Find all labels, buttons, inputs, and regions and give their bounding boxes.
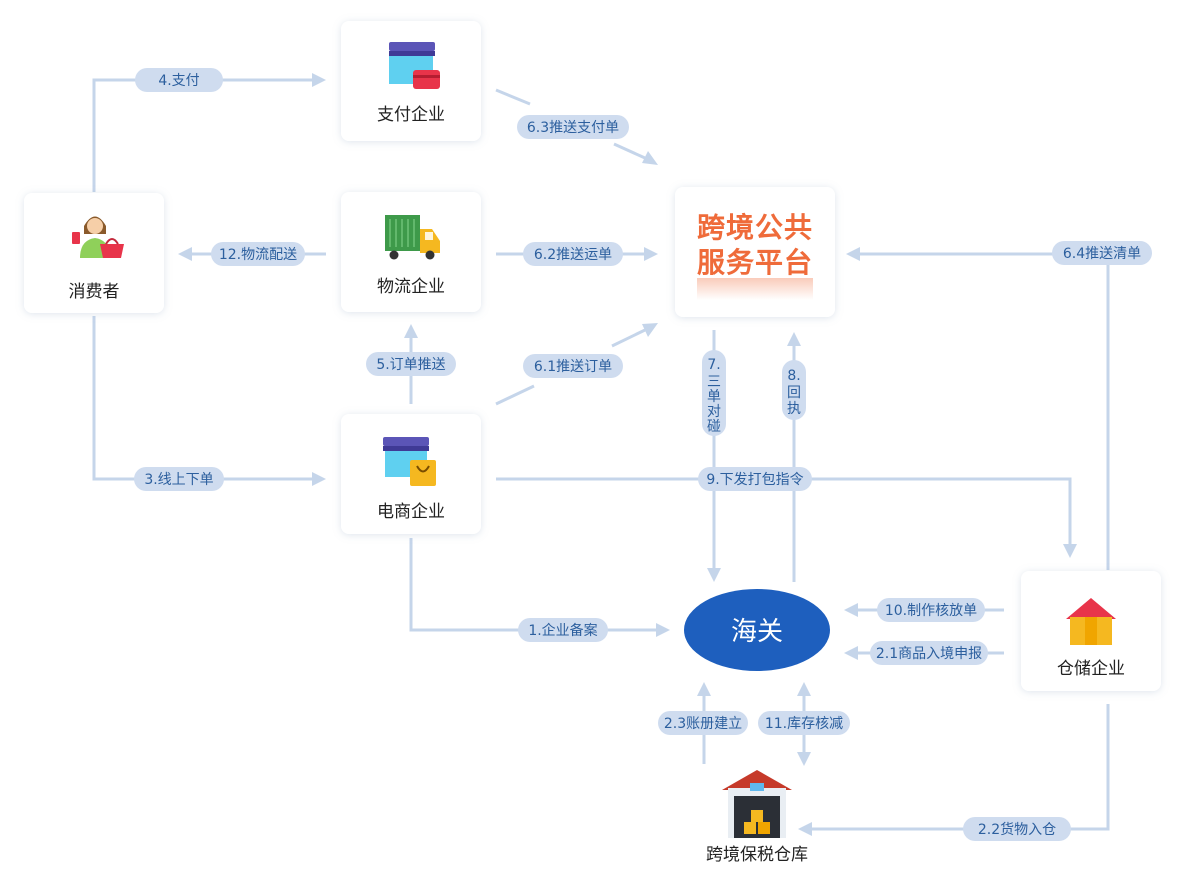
platform-title-line2: 服务平台 <box>697 246 813 279</box>
payment-store-card-icon <box>389 42 440 89</box>
svg-text:10.制作核放单: 10.制作核放单 <box>885 603 977 619</box>
flow-pill-6-1[interactable]: 6.1推送订单 <box>523 354 623 378</box>
svg-text:9.下发打包指令: 9.下发打包指令 <box>706 471 803 488</box>
svg-text:4.支付: 4.支付 <box>158 73 199 89</box>
svg-text:12.物流配送: 12.物流配送 <box>219 247 297 263</box>
svg-text:6.3推送支付单: 6.3推送支付单 <box>527 120 619 136</box>
svg-text:执: 执 <box>787 401 801 417</box>
svg-text:碰: 碰 <box>707 419 721 435</box>
flow-label-pills: 4.支付 6.3推送支付单 12.物流配送 6.2推送运单 6.4推送清单 5.… <box>134 68 1152 841</box>
svg-text:对: 对 <box>707 404 721 420</box>
customs-node[interactable]: 海关 <box>684 589 830 671</box>
payment-company-node[interactable]: 支付企业 <box>341 21 481 141</box>
svg-text:8.: 8. <box>787 368 800 384</box>
truck-icon <box>385 215 440 260</box>
platform-title-reflection <box>697 278 813 300</box>
platform-node[interactable]: 跨境公共 服务平台 <box>675 187 835 317</box>
customs-label: 海关 <box>731 617 783 647</box>
svg-text:回: 回 <box>787 385 801 401</box>
flow-pill-6-2[interactable]: 6.2推送运单 <box>523 242 623 266</box>
ecommerce-company-node[interactable]: 电商企业 <box>341 414 481 534</box>
flow-pill-6-4[interactable]: 6.4推送清单 <box>1052 241 1152 265</box>
bonded-warehouse-node[interactable]: 跨境保税仓库 <box>706 770 808 865</box>
svg-text:6.1推送订单: 6.1推送订单 <box>534 359 612 375</box>
flow-pill-2-1[interactable]: 2.1商品入境申报 <box>870 641 988 665</box>
svg-text:三: 三 <box>707 374 721 390</box>
warehouse-company-label: 仓储企业 <box>1057 659 1125 679</box>
bonded-warehouse-label: 跨境保税仓库 <box>706 845 808 865</box>
svg-text:2.1商品入境申报: 2.1商品入境申报 <box>876 646 982 662</box>
shopper-icon <box>72 216 124 258</box>
flow-pill-6-3[interactable]: 6.3推送支付单 <box>517 115 629 139</box>
flow-pill-11[interactable]: 11.库存核减 <box>758 711 850 735</box>
customs-ellipse <box>684 589 830 671</box>
flow-pill-1[interactable]: 1.企业备案 <box>518 618 608 642</box>
consumer-node[interactable]: 消费者 <box>24 193 164 313</box>
connector-lines <box>92 73 1110 836</box>
ecommerce-company-label: 电商企业 <box>377 502 445 522</box>
warehouse-icon <box>722 770 792 838</box>
flow-pill-9[interactable]: 9.下发打包指令 <box>698 467 812 491</box>
logistics-company-node[interactable]: 物流企业 <box>341 192 481 312</box>
svg-text:6.2推送运单: 6.2推送运单 <box>534 247 612 263</box>
flow-pill-5[interactable]: 5.订单推送 <box>366 352 456 376</box>
svg-text:2.3账册建立: 2.3账册建立 <box>664 716 742 732</box>
flow-pill-2-2[interactable]: 2.2货物入仓 <box>963 817 1071 841</box>
svg-text:1.企业备案: 1.企业备案 <box>528 622 597 639</box>
svg-text:单: 单 <box>707 389 721 405</box>
flow-pill-4[interactable]: 4.支付 <box>135 68 223 92</box>
flow-pill-8[interactable]: 8. 回 执 <box>782 360 806 420</box>
house-icon <box>1066 598 1116 645</box>
flow-pill-7[interactable]: 7. 三 单 对 碰 <box>702 350 726 436</box>
svg-text:11.库存核减: 11.库存核减 <box>765 716 843 732</box>
logistics-company-label: 物流企业 <box>377 277 445 297</box>
svg-text:5.订单推送: 5.订单推送 <box>376 357 445 373</box>
consumer-label: 消费者 <box>69 282 120 302</box>
svg-text:2.2货物入仓: 2.2货物入仓 <box>978 821 1056 838</box>
svg-text:7.: 7. <box>707 357 720 373</box>
svg-text:3.线上下单: 3.线上下单 <box>144 472 213 488</box>
flow-pill-2-3[interactable]: 2.3账册建立 <box>658 711 748 735</box>
svg-text:6.4推送清单: 6.4推送清单 <box>1063 246 1141 262</box>
platform-title-line1: 跨境公共 <box>697 211 813 244</box>
flow-pill-3[interactable]: 3.线上下单 <box>134 467 224 491</box>
payment-company-label: 支付企业 <box>377 105 445 125</box>
flow-pill-12[interactable]: 12.物流配送 <box>211 242 305 266</box>
store-bag-icon <box>383 437 436 486</box>
warehouse-company-node[interactable]: 仓储企业 <box>1021 571 1161 691</box>
flow-pill-10[interactable]: 10.制作核放单 <box>877 598 985 622</box>
